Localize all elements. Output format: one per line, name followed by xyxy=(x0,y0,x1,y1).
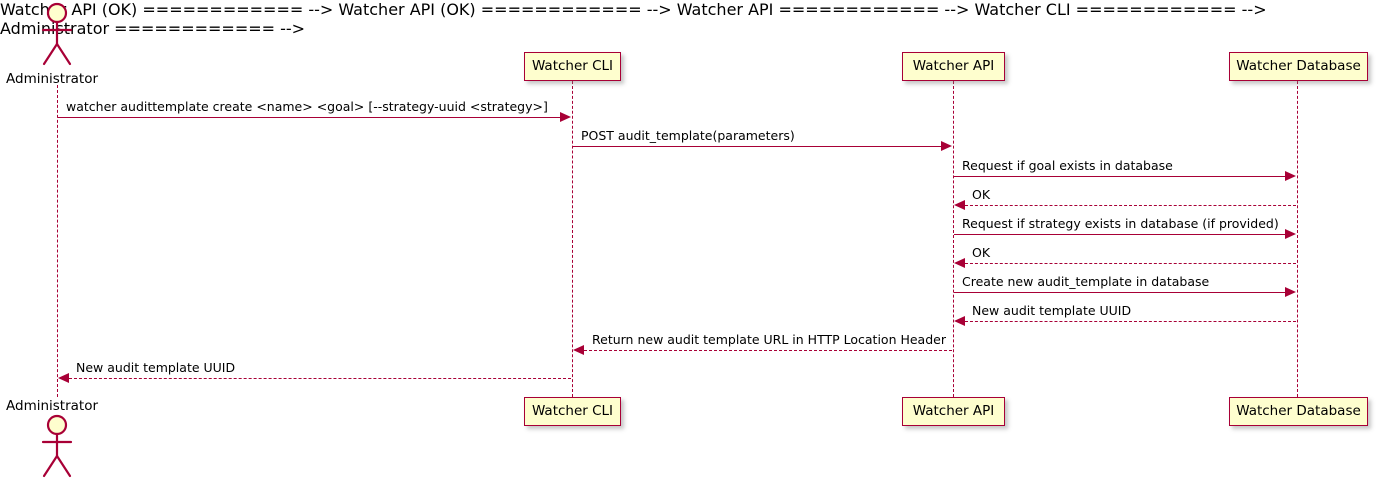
message-label-9: Return new audit template URL in HTTP Lo… xyxy=(592,332,946,347)
message-line-1 xyxy=(58,117,560,118)
message-label-6: OK xyxy=(972,245,991,260)
message-label-7: Create new audit_template in database xyxy=(962,274,1210,289)
message-arrowhead-6 xyxy=(954,258,965,268)
participant-watcher-database-bottom[interactable]: Watcher Database xyxy=(1229,397,1368,426)
message-label-1: watcher audittemplate create <name> <goa… xyxy=(66,99,548,114)
message-arrowhead-1 xyxy=(560,112,571,122)
message-line-6 xyxy=(965,263,1296,264)
message-arrowhead-3 xyxy=(1285,171,1296,181)
message-line-2 xyxy=(573,146,941,147)
message-line-5 xyxy=(954,234,1285,235)
participant-watcher-api-bottom[interactable]: Watcher API xyxy=(902,397,1005,426)
message-line-8 xyxy=(965,321,1296,322)
message-line-3 xyxy=(954,176,1285,177)
message-label-10: New audit template UUID xyxy=(76,360,236,375)
actor-administrator-bottom-icon xyxy=(36,414,78,478)
lifeline-watcher-cli xyxy=(572,81,573,397)
message-arrowhead-9 xyxy=(573,345,584,355)
participant-watcher-cli-top[interactable]: Watcher CLI xyxy=(524,52,621,81)
actor-administrator-top-label: Administrator xyxy=(6,71,99,87)
lifeline-administrator xyxy=(57,85,58,397)
message-label-8: New audit template UUID xyxy=(972,303,1132,318)
message-arrowhead-4 xyxy=(954,200,965,210)
message-line-4 xyxy=(965,205,1296,206)
message-label-2: POST audit_template(parameters) xyxy=(581,128,795,143)
participant-watcher-database-top-label: Watcher Database xyxy=(1236,57,1361,74)
participant-watcher-api-top[interactable]: Watcher API xyxy=(902,52,1005,81)
message-line-7 xyxy=(954,292,1285,293)
participant-watcher-api-bottom-label: Watcher API xyxy=(912,402,995,419)
participant-watcher-cli-top-label: Watcher CLI xyxy=(531,57,614,74)
participant-watcher-database-top[interactable]: Watcher Database xyxy=(1229,52,1368,81)
message-arrowhead-10 xyxy=(58,373,69,383)
message-label-3: Request if goal exists in database xyxy=(962,158,1173,173)
message-arrowhead-5 xyxy=(1285,229,1296,239)
participant-watcher-api-top-label: Watcher API xyxy=(912,57,995,74)
actor-administrator-top-icon xyxy=(36,2,78,66)
message-label-4: OK xyxy=(972,187,991,202)
participant-watcher-cli-bottom-label: Watcher CLI xyxy=(531,402,614,419)
message-arrowhead-8 xyxy=(954,316,965,326)
lifeline-watcher-database xyxy=(1297,81,1298,397)
lifeline-watcher-api xyxy=(953,81,954,397)
message-arrowhead-7 xyxy=(1285,287,1296,297)
message-line-10 xyxy=(69,378,571,379)
participant-watcher-cli-bottom[interactable]: Watcher CLI xyxy=(524,397,621,426)
participant-watcher-database-bottom-label: Watcher Database xyxy=(1236,402,1361,419)
message-label-5: Request if strategy exists in database (… xyxy=(962,216,1279,231)
actor-administrator-bottom-label: Administrator xyxy=(6,398,99,414)
message-arrowhead-2 xyxy=(941,141,952,151)
message-line-9 xyxy=(584,350,952,351)
